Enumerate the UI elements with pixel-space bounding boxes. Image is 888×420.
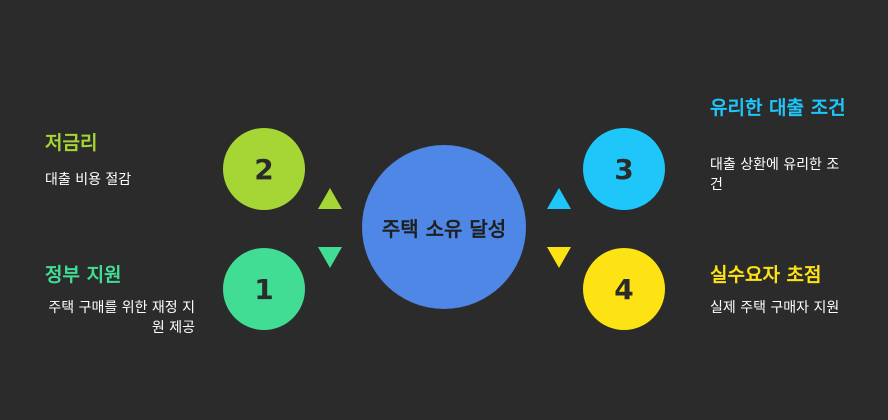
item-1-title: 정부 지원 (45, 264, 122, 286)
item-3-description: 대출 상환에 유리한 조건 (710, 157, 840, 193)
arrow-up-triangle-icon (318, 188, 342, 209)
node-3-number: 3 (614, 152, 634, 186)
arrow-down-triangle-icon (547, 247, 571, 268)
item-1-description: 주택 구매를 위한 재정 지원 제공 (48, 300, 195, 336)
item-2-title: 저금리 (45, 132, 98, 154)
item-4-title: 실수요자 초점 (710, 264, 822, 286)
item-4-description: 실제 주택 구매자 지원 (710, 300, 840, 316)
node-2-circle: 2 (223, 128, 305, 210)
arrow-up-triangle-icon (547, 188, 571, 209)
item-3-title: 유리한 대출 조건 (710, 97, 846, 119)
arrow-down-triangle-icon (318, 247, 342, 268)
node-4-number: 4 (614, 272, 634, 306)
center-goal-circle: 주택 소유 달성 (362, 145, 526, 309)
node-3-circle: 3 (583, 128, 665, 210)
item-2-description: 대출 비용 절감 (45, 172, 132, 188)
node-4-circle: 4 (583, 248, 665, 330)
node-2-number: 2 (254, 152, 274, 186)
node-1-number: 1 (254, 272, 274, 306)
node-1-circle: 1 (223, 248, 305, 330)
center-goal-label: 주택 소유 달성 (381, 216, 507, 241)
